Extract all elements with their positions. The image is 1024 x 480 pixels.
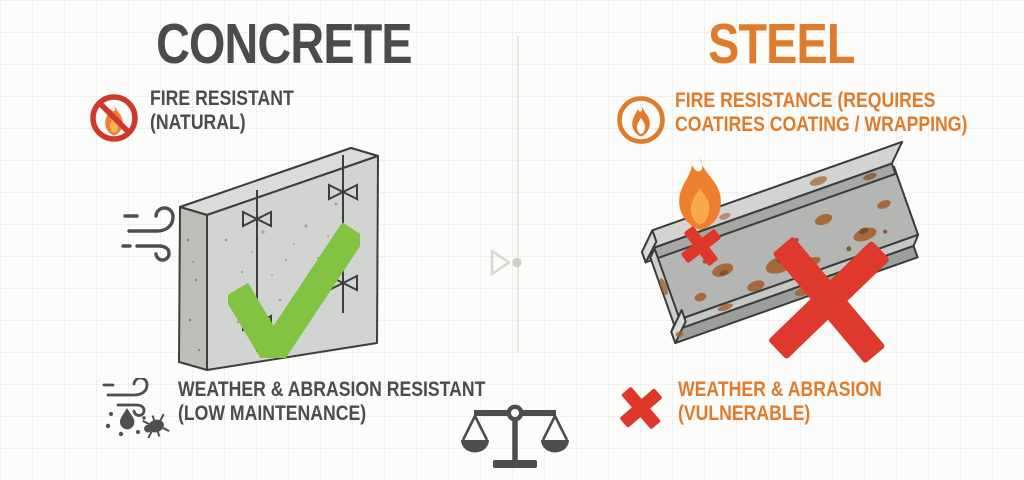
steel-title: STEEL: [692, 12, 867, 76]
concrete-title: CONCRETE: [128, 12, 418, 76]
steel-fire-line1: FIRE RESISTANCE (REQUIRES: [675, 89, 936, 112]
steel-fire-line2: COATIRES COATING / WRAPPING): [675, 113, 968, 136]
wind-rain-bug-icon: [102, 378, 170, 439]
concrete-weather-feature: WEATHER & ABRASION RESISTANT (LOW MAINTE…: [178, 378, 544, 426]
steel-title-text: STEEL: [708, 12, 855, 76]
big-red-x-icon: [769, 237, 889, 363]
play-arrow-icon: [490, 249, 522, 276]
concrete-fire-line2: (NATURAL): [150, 111, 246, 134]
concrete-fire-feature: FIRE RESISTANT (NATURAL): [150, 87, 321, 135]
vertical-divider-line: [517, 36, 519, 352]
steel-weather-line2: (VULNERABLE): [678, 402, 811, 425]
flame-icon: [679, 155, 721, 230]
concrete-weather-line1: WEATHER & ABRASION RESISTANT: [178, 378, 486, 401]
green-checkmark-icon: [228, 222, 360, 358]
concrete-wall-illustration: [178, 147, 379, 371]
concrete-weather-line2: (LOW MAINTENANCE): [178, 402, 367, 425]
concrete-fire-line1: FIRE RESISTANT: [150, 87, 294, 110]
red-x-icon: [620, 387, 662, 429]
small-red-x-icon: [681, 226, 721, 266]
steel-fire-feature: FIRE RESISTANCE (REQUIRES COATIRES COATI…: [675, 89, 1023, 137]
balance-scale-icon: [461, 404, 569, 468]
no-fire-icon: [90, 94, 138, 142]
steel-weather-line1: WEATHER & ABRASION: [678, 378, 882, 401]
concrete-title-text: CONCRETE: [156, 12, 413, 76]
fire-circle-icon: [617, 96, 665, 144]
wind-icon: [121, 206, 175, 262]
steel-i-beam-illustration: [641, 140, 920, 363]
steel-weather-feature: WEATHER & ABRASION (VULNERABLE): [678, 378, 921, 426]
